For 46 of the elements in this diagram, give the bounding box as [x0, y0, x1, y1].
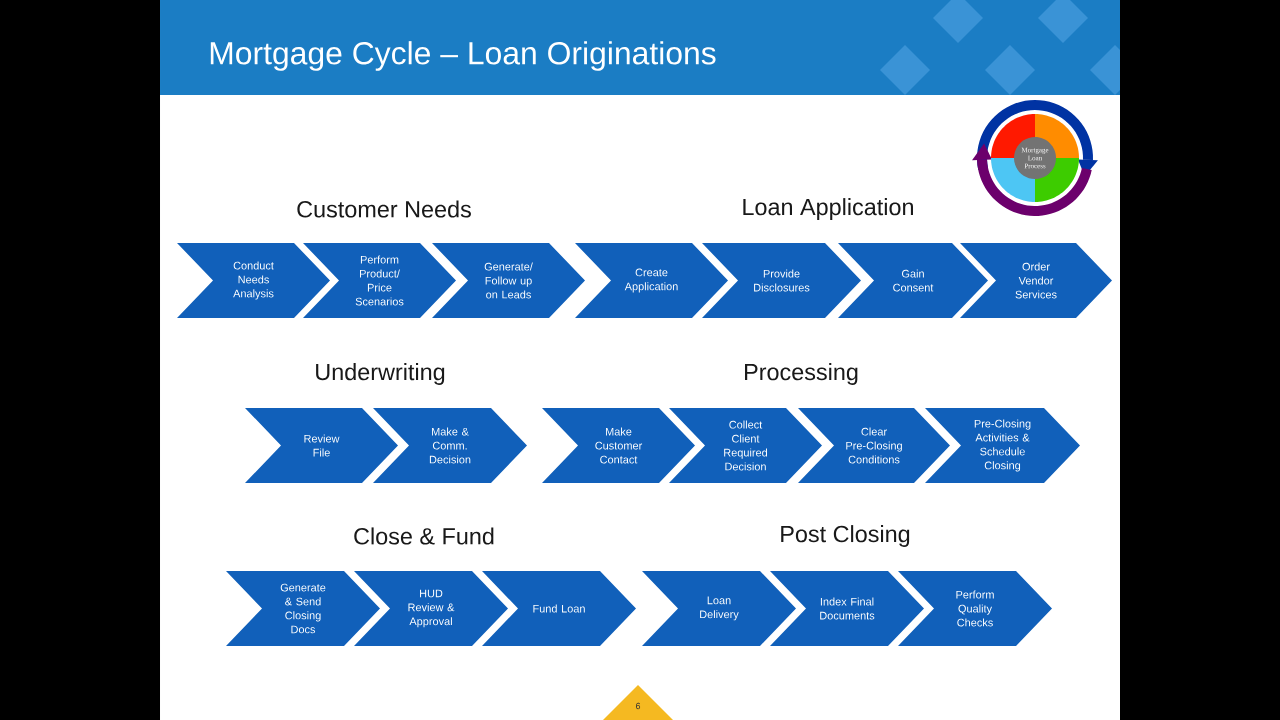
chevron-step: Make & Comm. Decision [373, 408, 527, 483]
node-label: Clear Pre-Closing Conditions [846, 427, 902, 464]
chevron-step: Review File [245, 408, 398, 483]
chevron-step: Generate & Send Closing Docs [226, 571, 380, 646]
chevron-step: Generate/ Follow up on Leads [432, 243, 585, 318]
chevron-step: Perform Product/ Price Scenarios [303, 243, 456, 318]
node-label: Make & Comm. Decision [429, 427, 471, 464]
node-label: Pre-Closing Activities & Schedule Closing [974, 419, 1031, 472]
chevron-step: Fund Loan [482, 571, 636, 646]
node-label: Order Vendor Services [1015, 262, 1057, 299]
slide-title: Mortgage Cycle – Loan Originations [210, 41, 716, 71]
section-heading: Underwriting [316, 363, 445, 385]
node-label: Fund Loan [533, 604, 585, 613]
node-label: Index Final Documents [820, 597, 875, 620]
chevron-step: Create Application [575, 243, 728, 318]
node-label: HUD Review & Approval [408, 589, 455, 628]
node-label: Create Application [624, 268, 678, 293]
node-label: Gain Consent [893, 269, 934, 292]
node-label: Make Customer Contact [595, 427, 643, 464]
node-label: Generate & Send Closing Docs [280, 583, 326, 634]
chevron-step: HUD Review & Approval [354, 571, 508, 646]
section-heading: Post Closing [781, 525, 910, 547]
page-number: 6 [603, 685, 673, 720]
section-heading: Customer Needs [297, 200, 471, 218]
node-label: Loan Delivery [700, 596, 739, 621]
section-heading: Processing [745, 363, 858, 385]
chevron-step: Conduct Needs Analysis [177, 243, 330, 318]
chevron-step: Order Vendor Services [960, 243, 1112, 318]
node-label: Perform Quality Checks [956, 590, 994, 627]
chevron-step: Gain Consent [838, 243, 988, 318]
node-label: Conduct Needs Analysis [233, 261, 274, 300]
chevron-step: Collect Client Required Decision [669, 408, 822, 483]
node-label: Review File [304, 434, 340, 457]
chevron-step: Index Final Documents [770, 571, 924, 646]
chevron-step: Perform Quality Checks [898, 571, 1052, 646]
node-label: Perform Product/ Price Scenarios [355, 255, 404, 306]
section-heading: Close & Fund [354, 527, 494, 545]
chevron-step: Provide Disclosures [702, 243, 861, 318]
chevron-step: Clear Pre-Closing Conditions [798, 408, 950, 483]
node-label: Provide Disclosures [754, 269, 810, 292]
chevron-step: Pre-Closing Activities & Schedule Closing [925, 408, 1080, 483]
node-label: Generate/ Follow up on Leads [484, 262, 533, 299]
chevron-step: Loan Delivery [642, 571, 796, 646]
node-label: Collect Client Required Decision [724, 420, 768, 471]
chevron-step: Make Customer Contact [542, 408, 695, 483]
section-heading: Loan Application [743, 198, 913, 220]
